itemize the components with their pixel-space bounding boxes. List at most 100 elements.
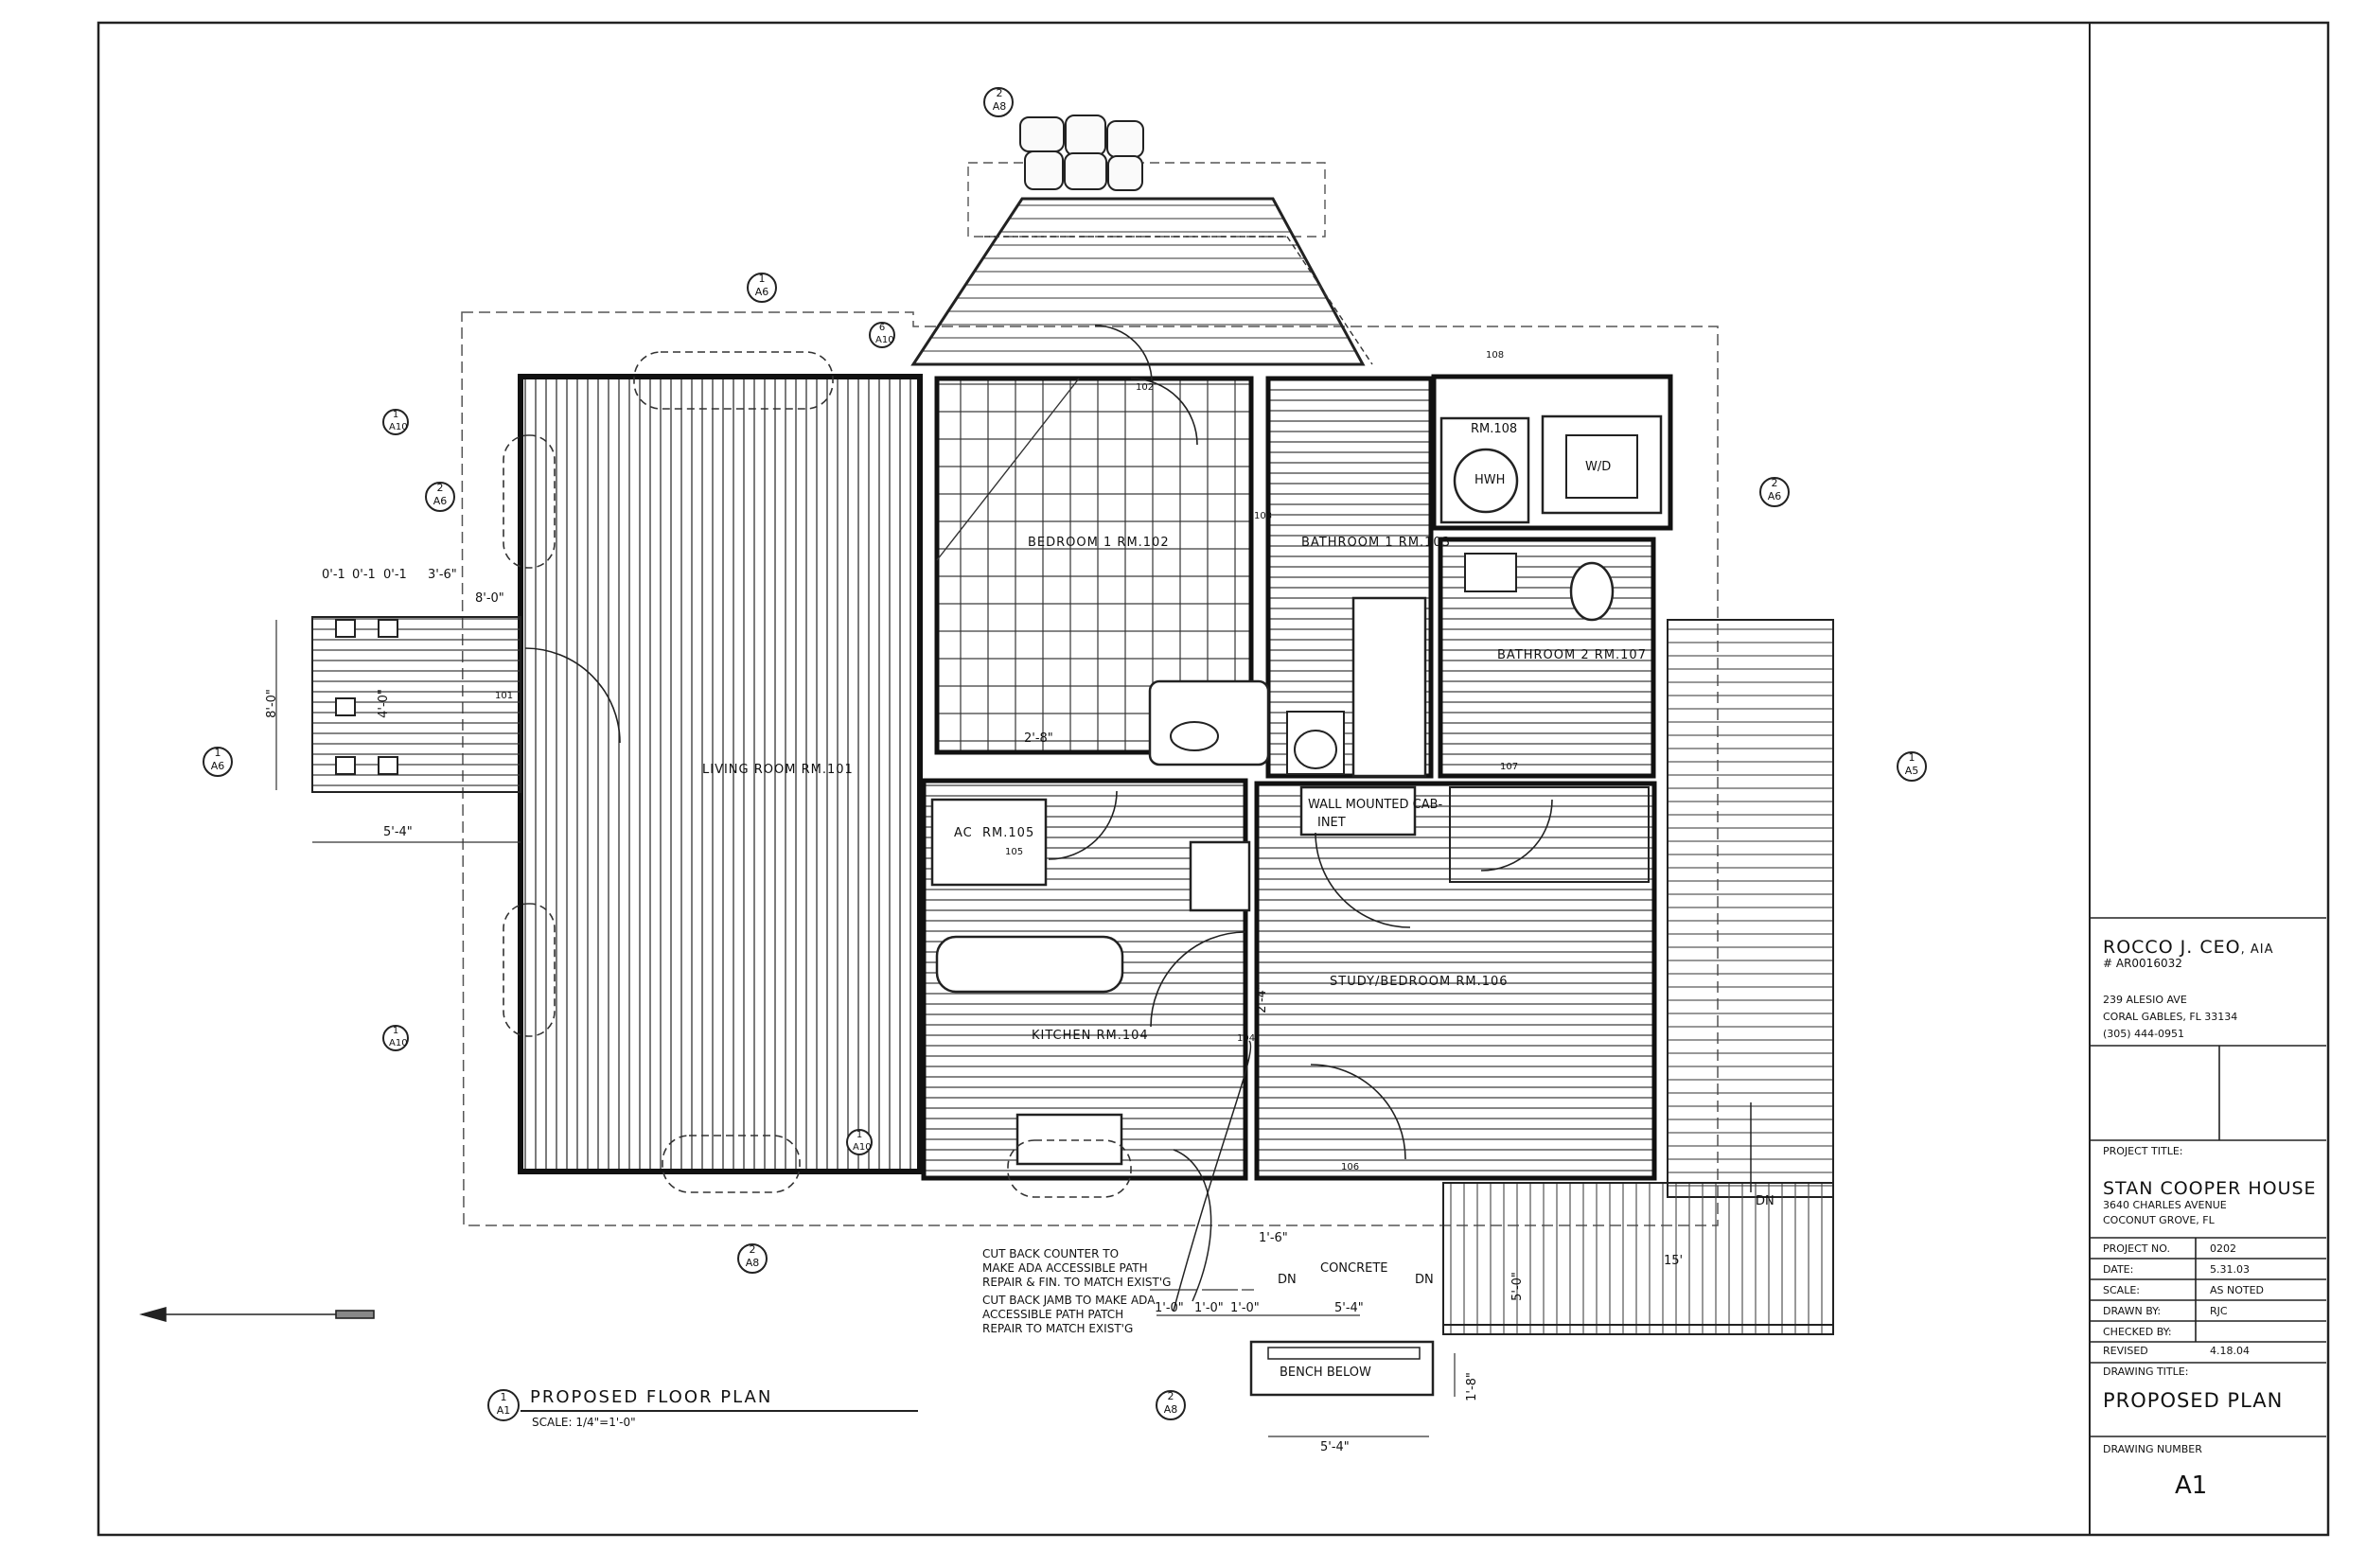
door-tag: 102	[1136, 382, 1155, 393]
marker-num: 1	[214, 747, 221, 759]
concrete-label: CONCRETE	[1320, 1261, 1388, 1276]
fireplace-hearth	[910, 197, 1366, 366]
field-value: 5.31.03	[2210, 1263, 2250, 1276]
field-value: 0202	[2210, 1242, 2236, 1255]
marker-sheet: A10	[389, 422, 408, 432]
bathroom1-tub	[1351, 596, 1427, 778]
study-bedroom-floor	[1254, 781, 1657, 1181]
plan-scale: SCALE: 1/4"=1'-0"	[532, 1416, 636, 1429]
note-line: ACCESSIBLE PATH PATCH	[982, 1308, 1124, 1321]
dim-deck-note: 5'-0"	[1510, 1272, 1525, 1301]
room-label-laundry: RM.108	[1471, 422, 1518, 436]
sheet-border	[97, 21, 2330, 1537]
dim-top-5: 8'-0"	[475, 591, 504, 606]
dim-top-1: 0'-1	[322, 568, 345, 582]
architect-license: # AR0016032	[2103, 957, 2182, 970]
door-tag: 103	[1254, 511, 1273, 521]
marker-sheet: A8	[992, 100, 1007, 113]
marker-sheet: A10	[389, 1038, 408, 1048]
room-label-bedroom1: BEDROOM 1 RM.102	[1028, 536, 1170, 550]
project-address-2: COCONUT GROVE, FL	[2103, 1214, 2215, 1226]
dim-bench-width: 5'-4"	[1320, 1440, 1350, 1454]
ramp-dn-2: DN	[1415, 1273, 1434, 1287]
ramp-dn-3: DN	[1756, 1194, 1774, 1208]
marker-sheet: A8	[745, 1257, 760, 1269]
architect-name: ROCCO J. CEO, AIA	[2103, 937, 2274, 958]
roof-overhang-outline	[461, 311, 1719, 1226]
kitchen-counter-island	[935, 935, 1124, 994]
dim-top-2: 0'-1	[352, 568, 376, 582]
note-line: REPAIR TO MATCH EXIST'G	[982, 1322, 1134, 1335]
field-label: DATE:	[2103, 1263, 2134, 1276]
dim-door-3: 1'-0"	[1230, 1301, 1260, 1315]
ramp-dn-1: DN	[1278, 1273, 1297, 1287]
room-label-living: LIVING ROOM RM.101	[702, 763, 854, 777]
cabinet-label-2: INET	[1317, 816, 1346, 830]
kitchen-appliance	[1189, 840, 1251, 912]
marker-num: 1	[392, 410, 399, 420]
bathroom2-floor	[1438, 537, 1656, 779]
right-deck	[1667, 619, 1834, 1198]
living-room-floor	[518, 374, 923, 1174]
marker-num: 2	[436, 482, 444, 494]
project-title-label: PROJECT TITLE:	[2103, 1145, 2183, 1157]
dimension-lines	[275, 620, 1456, 1437]
marker-num: 2	[996, 87, 1003, 99]
marker-sheet: A8	[1163, 1403, 1178, 1416]
drawing-title: PROPOSED PLAN	[2103, 1389, 2284, 1412]
note-leaders	[1173, 1040, 1752, 1312]
dim-deck-len: 15'	[1664, 1254, 1684, 1268]
note-line: CUT BACK JAMB TO MAKE ADA	[982, 1294, 1156, 1307]
dim-door-2: 1'-0"	[1194, 1301, 1224, 1315]
dim-step-depth: 4'-0"	[376, 689, 391, 718]
plan-title-underline	[521, 1410, 918, 1412]
door-tag: 107	[1500, 762, 1519, 772]
door-swings	[524, 325, 1553, 1160]
dim-porch-height: 8'-0"	[264, 689, 279, 718]
cabinet-label-1: WALL MOUNTED CAB-	[1308, 798, 1443, 812]
marker-sheet: A1	[496, 1404, 511, 1417]
chimney-outline	[967, 162, 1326, 238]
kitchen-counter	[1015, 1113, 1123, 1166]
marker-sheet: A10	[853, 1142, 872, 1153]
dim-ramp-length: 5'-4"	[1334, 1301, 1364, 1315]
dim-top-4: 3'-6"	[428, 568, 457, 582]
dim-bench-depth: 1'-8"	[1464, 1372, 1479, 1401]
plan-title: PROPOSED FLOOR PLAN	[530, 1387, 773, 1407]
project-address-1: 3640 CHARLES AVENUE	[2103, 1199, 2227, 1211]
door-tag: 108	[1486, 350, 1505, 361]
plan-detail-marker: 1 A1	[487, 1389, 520, 1421]
chimney-stones	[1019, 115, 1144, 191]
marker-sheet: A6	[1767, 490, 1782, 502]
note-line: CUT BACK COUNTER TO	[982, 1247, 1120, 1260]
field-label: PROJECT NO.	[2103, 1242, 2170, 1255]
door-tag: 106	[1341, 1162, 1360, 1172]
marker-sheet: A10	[875, 335, 894, 345]
marker-num: 2	[749, 1243, 756, 1256]
marker-num: 1	[392, 1026, 399, 1036]
marker-num: 6	[878, 323, 886, 333]
field-label: CHECKED BY:	[2103, 1326, 2172, 1338]
architect-address-2: CORAL GABLES, FL 33134	[2103, 1011, 2238, 1023]
room-label-bathroom1: BATHROOM 1 RM.103	[1301, 536, 1451, 550]
drawing-number: A1	[2175, 1471, 2208, 1500]
marker-num: 2	[1771, 477, 1778, 489]
window-callouts	[503, 351, 1132, 1198]
wall-mounted-cabinet	[1299, 785, 1417, 837]
bench	[1249, 1340, 1435, 1397]
field-value: AS NOTED	[2210, 1284, 2265, 1296]
dim-top-3: 0'-1	[383, 568, 407, 582]
construction-notes: CUT BACK COUNTER TO MAKE ADA ACCESSIBLE …	[982, 1247, 1171, 1336]
marker-sheet: A6	[433, 495, 448, 507]
room-label-bathroom2: BATHROOM 2 RM.107	[1497, 648, 1647, 662]
drawing-title-label: DRAWING TITLE:	[2103, 1365, 2189, 1378]
